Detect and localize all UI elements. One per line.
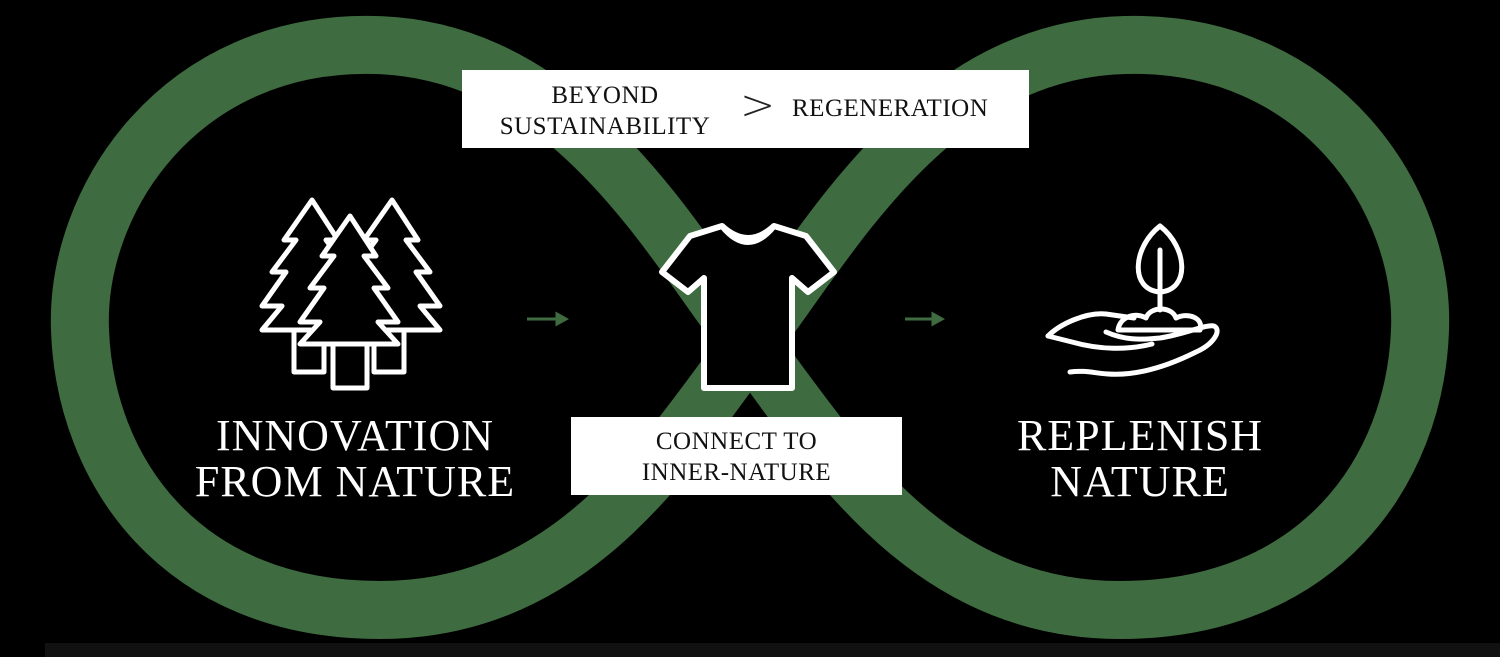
regeneration-text: REGENERATION bbox=[792, 95, 989, 122]
nature-text: NATURE bbox=[1050, 457, 1230, 506]
bottom-label-box: CONNECT TO INNER-NATURE bbox=[571, 417, 902, 495]
tshirt-icon bbox=[659, 223, 837, 391]
greater-than-separator: > bbox=[740, 80, 776, 129]
top-label-box: BEYOND SUSTAINABILITY > REGENERATION bbox=[462, 70, 1029, 148]
innovation-text: INNOVATION bbox=[215, 411, 495, 460]
hand-sprout-icon bbox=[1045, 223, 1220, 377]
sustainability-text: SUSTAINABILITY bbox=[499, 113, 711, 140]
connect-to-text: CONNECT TO bbox=[655, 428, 818, 455]
replenish-text: REPLENISH bbox=[1016, 411, 1264, 460]
beyond-sustainability-label: BEYOND SUSTAINABILITY bbox=[480, 80, 730, 142]
inner-nature-text: INNER-NATURE bbox=[641, 459, 832, 486]
beyond-text: BEYOND bbox=[551, 82, 659, 109]
innovation-from-nature-label: INNOVATION FROM NATURE bbox=[170, 413, 540, 505]
replenish-nature-label: REPLENISH NATURE bbox=[990, 413, 1290, 505]
trees-icon bbox=[259, 197, 443, 391]
arrow-left-icon bbox=[527, 311, 570, 327]
from-nature-text: FROM NATURE bbox=[194, 457, 516, 506]
footer-bar bbox=[45, 643, 1500, 657]
arrow-right-icon bbox=[905, 311, 946, 327]
